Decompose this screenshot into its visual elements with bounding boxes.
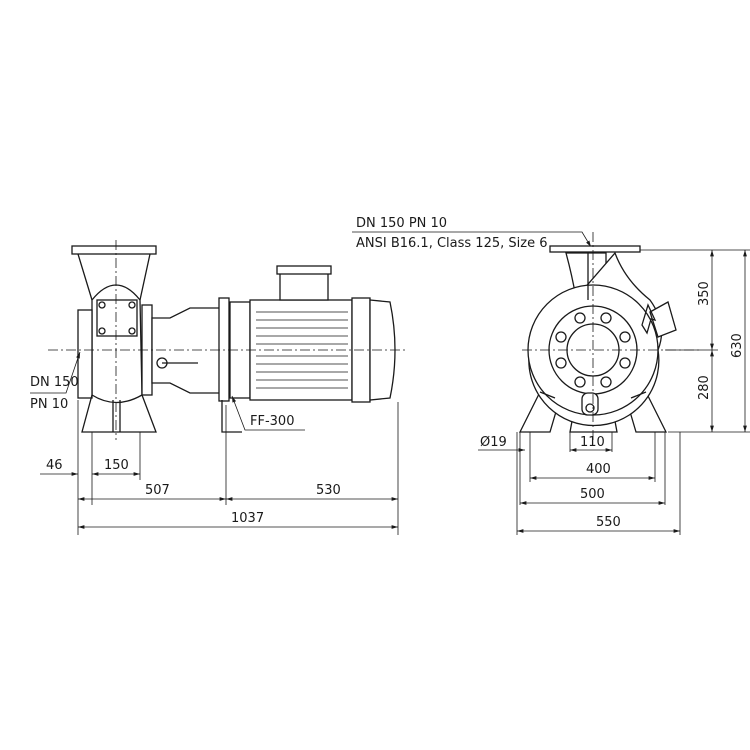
flange-leader: FF-300 — [231, 395, 305, 431]
dim-46: 46 — [46, 458, 63, 473]
pump-housing — [71, 245, 157, 433]
dim-1037: 1037 — [231, 511, 264, 526]
volute-casing — [518, 245, 677, 433]
dim-507: 507 — [145, 483, 170, 498]
dim-500: 500 — [580, 487, 605, 502]
dim-110: 110 — [580, 435, 605, 450]
side-view: DN 150 PN 10 FF-300 46 150 507 530 1037 — [30, 240, 408, 535]
dim-630: 630 — [730, 333, 745, 358]
flange-label: FF-300 — [250, 414, 294, 429]
discharge-label-ansi: ANSI B16.1, Class 125, Size 6 — [356, 236, 547, 251]
dim-350: 350 — [697, 281, 712, 306]
suction-leader: DN 150 PN 10 — [30, 351, 81, 412]
dim-diameter-19: Ø19 — [480, 435, 507, 450]
dim-400: 400 — [586, 462, 611, 477]
side-dimensions: 46 150 507 530 1037 — [40, 400, 399, 535]
suction-label-pn: PN 10 — [30, 397, 68, 412]
flange-bolts — [555, 312, 631, 388]
motor — [218, 265, 396, 433]
suction-label-dn: DN 150 — [30, 375, 79, 390]
nameplate — [649, 301, 677, 338]
discharge-leader: DN 150 PN 10 ANSI B16.1, Class 125, Size… — [352, 216, 592, 251]
front-dimensions: 350 280 630 Ø19 110 400 500 550 — [478, 249, 750, 535]
dim-280: 280 — [697, 375, 712, 400]
dim-530: 530 — [316, 483, 341, 498]
lantern-bracket — [151, 307, 221, 394]
dim-550: 550 — [596, 515, 621, 530]
rotation-arrow-icon — [641, 303, 657, 335]
front-view: DN 150 PN 10 ANSI B16.1, Class 125, Size… — [352, 216, 750, 535]
dim-150: 150 — [104, 458, 129, 473]
discharge-label-dn: DN 150 PN 10 — [356, 216, 447, 231]
